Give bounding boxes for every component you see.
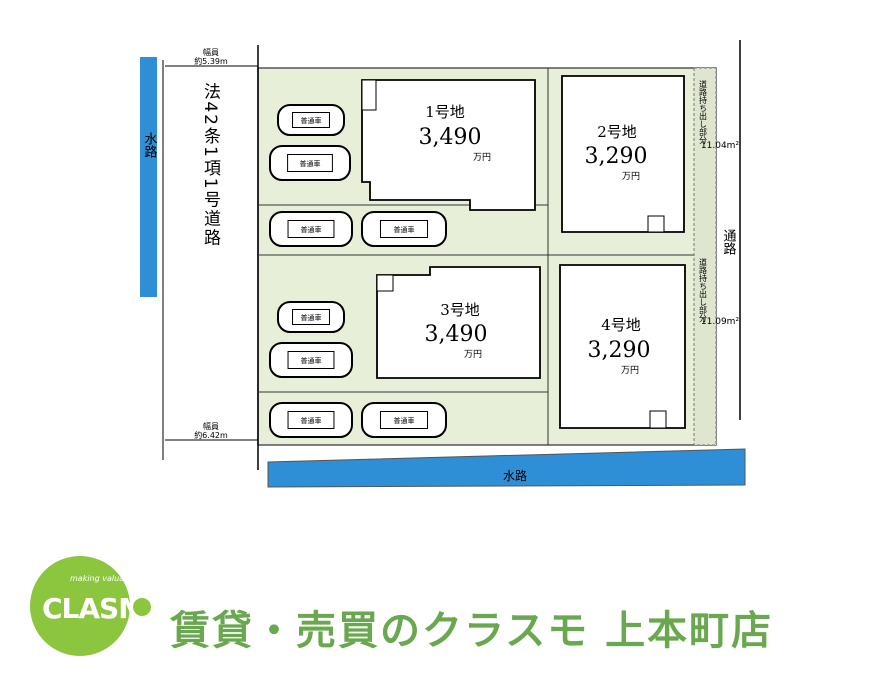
site-plan: 水路 幅員 約5.39m 幅員 約6.42m 法42条1項1号道路 道路持ち出し… xyxy=(140,40,746,488)
logo-dot xyxy=(133,598,151,616)
car-icon: 普通車 xyxy=(361,402,447,438)
brand-footer: making valuable life CLASMO 賃貸・売買のクラスモ 上… xyxy=(0,540,887,681)
width-top-value: 約5.39m xyxy=(194,56,228,66)
lot-3-name: 3号地 xyxy=(440,301,480,319)
lot-1-building: 1号地 3,490 万円 xyxy=(361,79,536,211)
right-road-label: 通路 xyxy=(721,229,737,255)
car-icon: 普通車 xyxy=(269,145,351,181)
car-icon: 普通車 xyxy=(361,211,447,247)
left-road-label: 法42条1項1号道路 xyxy=(200,82,221,247)
car-icon: 普通車 xyxy=(277,104,345,136)
car-icon: 普通車 xyxy=(269,211,353,247)
setback-bottom-label: 道路持ち出し部分 xyxy=(699,257,708,323)
lot-4-building: 4号地 3,290 万円 xyxy=(559,264,686,429)
lot-1-price: 3,490 xyxy=(419,125,482,150)
store-name: 賃貸・売買のクラスモ 上本町店 xyxy=(170,608,774,654)
car-label: 普通車 xyxy=(394,416,415,425)
lot-3-building: 3号地 3,490 万円 xyxy=(376,266,541,379)
lot-3-unit: 万円 xyxy=(464,349,482,360)
lot-2-name: 2号地 xyxy=(597,123,637,141)
lot-2-unit: 万円 xyxy=(622,171,640,182)
width-top-label: 幅員 xyxy=(203,47,219,57)
lot-2-building: 2号地 3,290 万円 xyxy=(561,75,685,233)
setback-strip xyxy=(693,67,717,446)
clasmo-logo xyxy=(30,556,130,656)
width-bottom-value: 約6.42m xyxy=(194,430,228,440)
car-label: 普通車 xyxy=(301,416,322,425)
lot-4-price: 3,290 xyxy=(588,338,651,363)
setback-top-label: 道路持ち出し部分 xyxy=(699,79,708,145)
left-waterway xyxy=(140,57,157,297)
lot-2-price: 3,290 xyxy=(585,144,648,169)
setback-bottom-area: 11.09m² xyxy=(701,317,740,327)
logo-tagline: making valuable life xyxy=(70,574,152,583)
setback-top-area: 11.04m² xyxy=(701,141,740,151)
bottom-waterway xyxy=(267,448,746,488)
car-icon: 普通車 xyxy=(269,402,353,438)
parking-spaces: 普通車普通車普通車普通車普通車普通車普通車普通車 xyxy=(269,104,447,438)
lot-4-unit: 万円 xyxy=(621,365,639,376)
car-label: 普通車 xyxy=(301,313,322,322)
car-label: 普通車 xyxy=(301,225,322,234)
lot-1-unit: 万円 xyxy=(473,152,491,163)
width-bottom-label: 幅員 xyxy=(203,421,219,431)
car-icon: 普通車 xyxy=(277,301,345,333)
car-label: 普通車 xyxy=(300,159,321,168)
lot-4-name: 4号地 xyxy=(601,316,641,334)
lot-3-price: 3,490 xyxy=(425,322,488,347)
lot-1-name: 1号地 xyxy=(425,103,465,121)
car-label: 普通車 xyxy=(394,225,415,234)
left-waterway-label: 水路 xyxy=(142,132,158,158)
car-label: 普通車 xyxy=(301,116,322,125)
car-icon: 普通車 xyxy=(269,342,353,378)
bottom-waterway-label: 水路 xyxy=(503,468,527,483)
car-label: 普通車 xyxy=(301,356,322,365)
